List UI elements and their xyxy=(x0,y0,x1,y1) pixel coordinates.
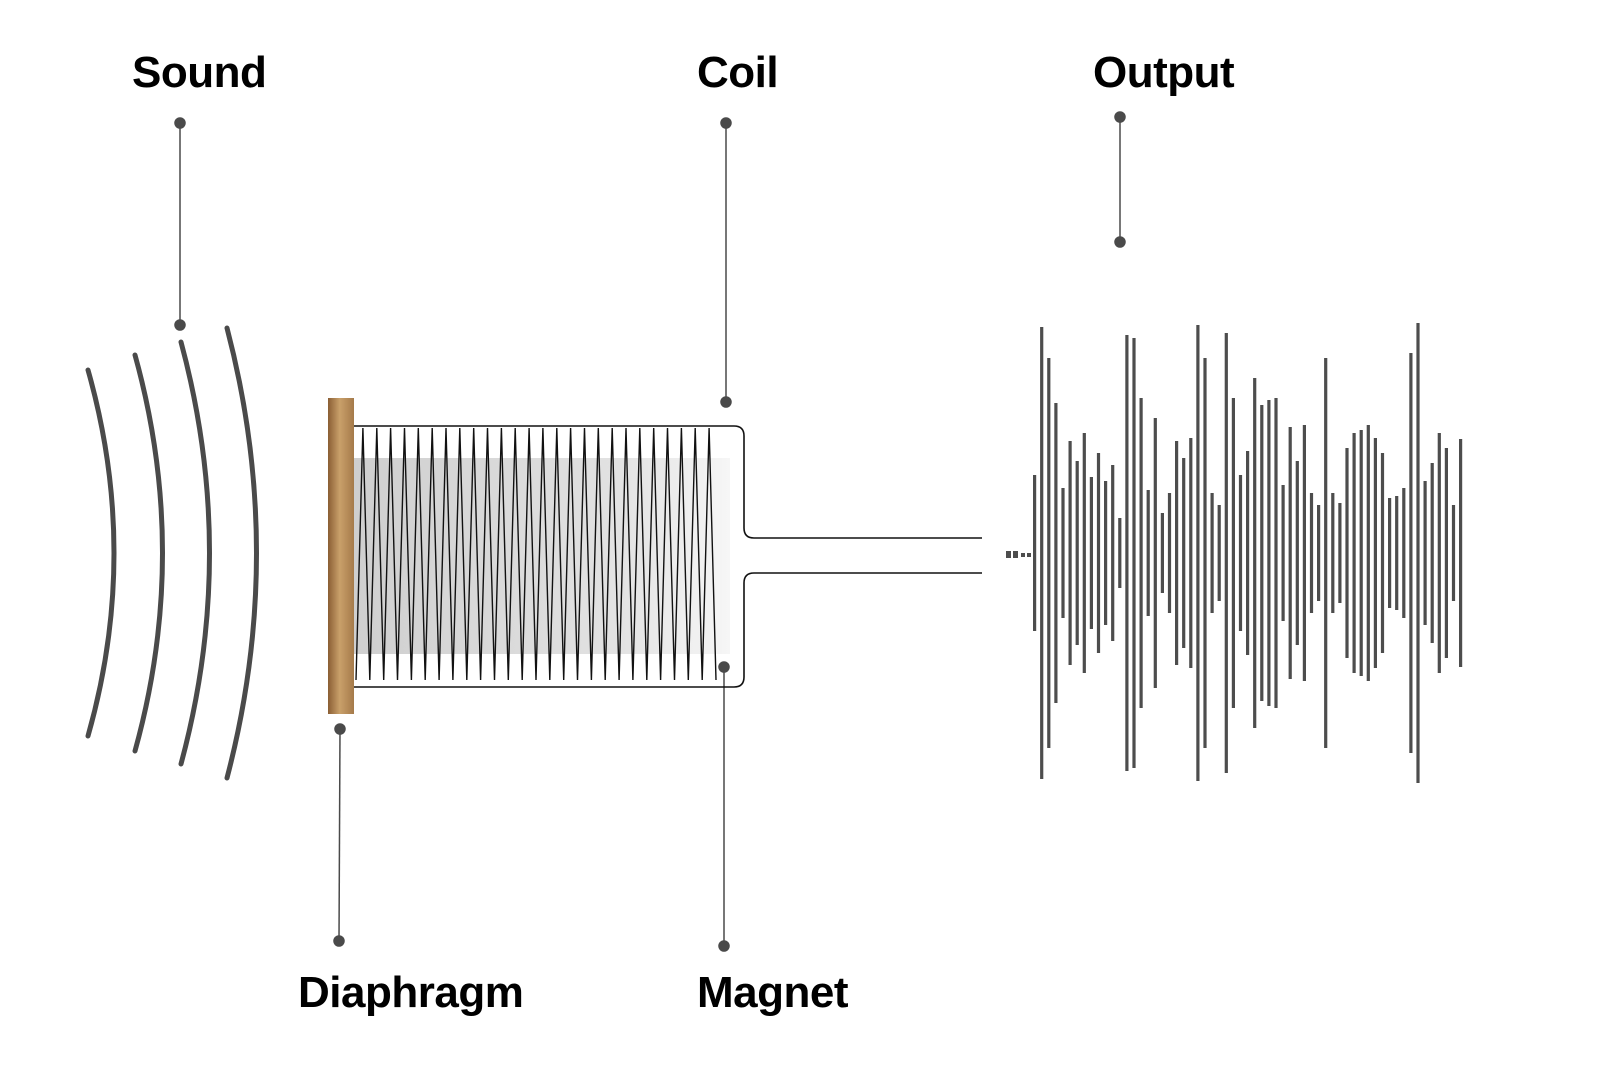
sound-wave-4 xyxy=(224,325,259,781)
waveform-bar xyxy=(1295,461,1299,645)
diaphragm-label: Diaphragm xyxy=(298,968,524,1017)
waveform-bar xyxy=(1104,481,1108,625)
waveform-bar xyxy=(1175,441,1179,665)
waveform-bar xyxy=(1338,503,1342,603)
waveform-bar xyxy=(1146,490,1150,616)
waveform-bar xyxy=(1366,425,1370,681)
magnet-dot-bottom xyxy=(718,940,730,952)
output-label: Output xyxy=(1093,48,1235,97)
sound-wave-1 xyxy=(85,367,117,739)
waveform-bar xyxy=(1444,448,1448,658)
sound-label: Sound xyxy=(132,48,267,97)
waveform-bar xyxy=(1224,333,1228,773)
waveform-bar xyxy=(1096,453,1101,653)
waveform-bar xyxy=(1246,451,1250,655)
waveform-bar xyxy=(1210,493,1214,613)
waveform-bar xyxy=(1437,433,1441,673)
waveform-bar xyxy=(1317,505,1321,601)
waveform-bar xyxy=(1217,505,1221,601)
waveform-bar xyxy=(1423,481,1427,625)
waveform-bar xyxy=(1061,488,1065,618)
waveform-bar xyxy=(1359,430,1363,676)
magnet-dot-top xyxy=(718,661,730,673)
sound-wave-3 xyxy=(178,339,212,767)
diaphragm xyxy=(328,398,354,714)
coil-dot-top xyxy=(720,117,732,129)
waveform-bar xyxy=(1182,458,1186,648)
waveform-bar xyxy=(1451,505,1456,601)
waveform-bar xyxy=(1345,448,1349,658)
waveform-bar xyxy=(1352,433,1356,673)
waveform-bar xyxy=(1402,488,1406,618)
waveform-bar xyxy=(1075,461,1079,645)
waveform-bar xyxy=(1082,433,1086,673)
output-dot-top xyxy=(1114,111,1126,123)
waveform-bar xyxy=(1040,327,1044,779)
output-lead-dashes xyxy=(1006,551,1031,558)
waveform-bar xyxy=(1153,418,1157,688)
waveform-bar xyxy=(1189,438,1193,668)
waveform-bar xyxy=(1331,493,1335,613)
leader-lines xyxy=(174,111,1126,952)
waveform-bar xyxy=(1309,493,1314,613)
waveform-bar xyxy=(1416,323,1420,783)
housing-outline xyxy=(354,425,982,688)
waveform-bar xyxy=(1302,425,1306,681)
sound-dot-top xyxy=(174,117,186,129)
waveform-bar xyxy=(1196,325,1200,781)
diaphragm-dot-bottom xyxy=(333,935,345,947)
magnet-label: Magnet xyxy=(697,968,849,1017)
waveform-bar xyxy=(1238,475,1243,631)
waveform-bar xyxy=(1068,441,1072,665)
waveform-bar xyxy=(1388,498,1392,608)
waveform-bar xyxy=(1125,335,1129,771)
waveform-bar xyxy=(1160,513,1164,593)
waveform-bar xyxy=(1267,400,1271,706)
coil-label: Coil xyxy=(697,48,779,97)
waveform-bar xyxy=(1203,358,1207,748)
waveform-bar xyxy=(1395,496,1399,610)
output-waveform xyxy=(1033,323,1463,783)
waveform-bar xyxy=(1274,398,1278,708)
waveform-bar xyxy=(1132,338,1136,768)
sound-wave-2 xyxy=(132,352,165,754)
waveform-bar xyxy=(1260,405,1264,701)
waveform-bar xyxy=(1089,477,1093,629)
waveform-bar xyxy=(1139,398,1143,708)
waveform-bar xyxy=(1047,358,1051,748)
waveform-bar xyxy=(1054,403,1058,703)
waveform-bar xyxy=(1167,493,1172,613)
waveform-bar xyxy=(1288,427,1292,679)
sound-dot-bottom xyxy=(174,319,186,331)
coil-wire xyxy=(355,427,717,681)
waveform-bar xyxy=(1373,438,1377,668)
waveform-bar xyxy=(1459,439,1463,667)
waveform-bar xyxy=(1281,485,1285,621)
waveform-bar xyxy=(1430,463,1434,643)
waveform-bar xyxy=(1253,378,1257,728)
sound-waves xyxy=(85,325,259,781)
waveform-bar xyxy=(1409,353,1413,753)
waveform-bar xyxy=(1231,398,1235,708)
waveform-bar xyxy=(1033,475,1037,631)
waveform-bar xyxy=(1324,358,1328,748)
waveform-bar xyxy=(1111,465,1115,641)
output-dot-bottom xyxy=(1114,236,1126,248)
waveform-bar xyxy=(1380,453,1385,653)
coil-dot-bottom xyxy=(720,396,732,408)
diaphragm-dot-top xyxy=(334,723,346,735)
waveform-bar xyxy=(1118,518,1122,588)
